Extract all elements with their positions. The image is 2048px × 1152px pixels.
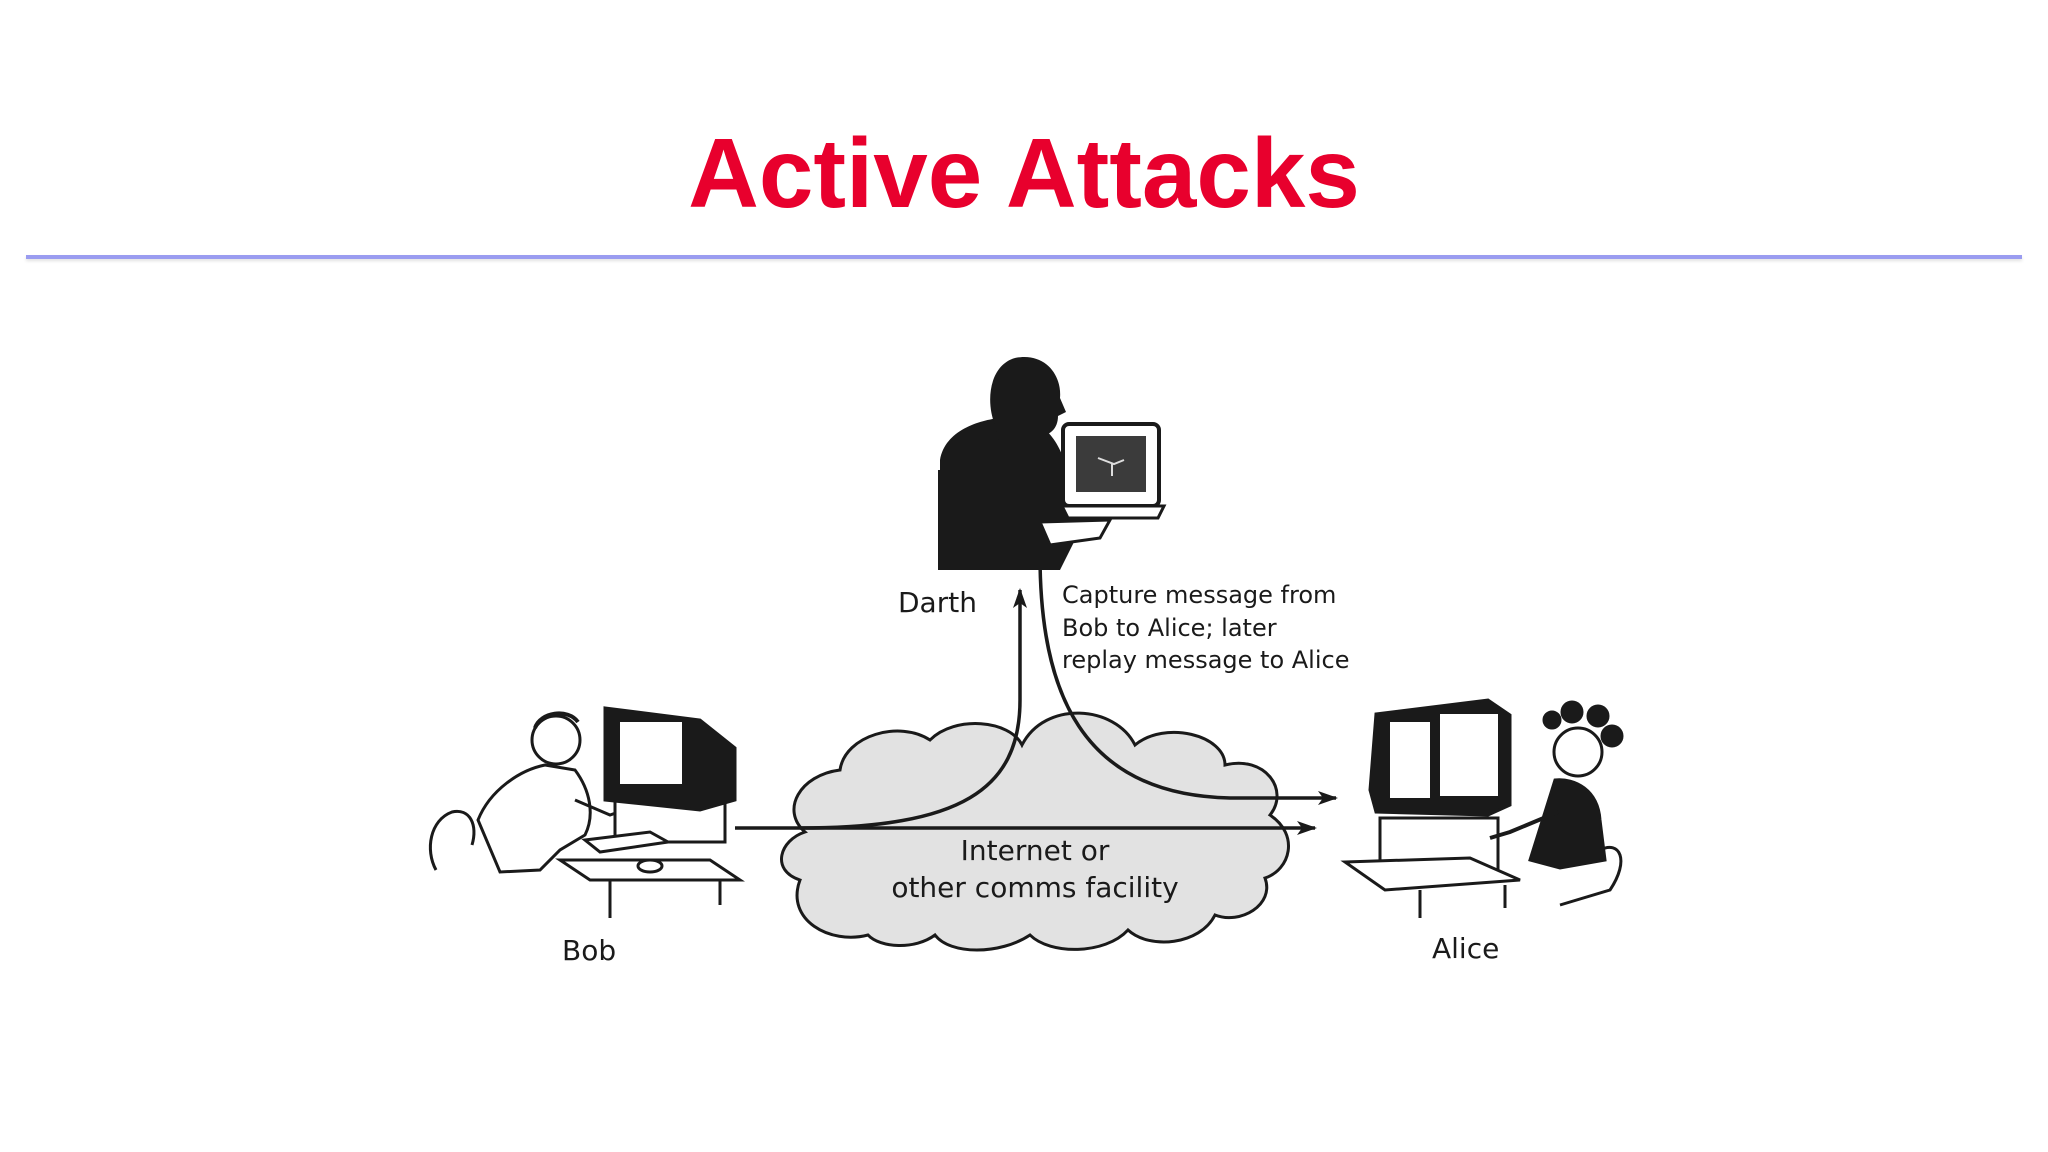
bob-label: Bob <box>562 934 616 967</box>
darth-figure <box>938 357 1167 570</box>
alice-label: Alice <box>1432 932 1499 965</box>
slide-title: Active Attacks <box>688 118 1360 228</box>
alice-figure <box>1340 698 1624 918</box>
capture-note-line-3: replay message to Alice <box>1062 646 1349 674</box>
darth-label: Darth <box>898 586 977 619</box>
network-cloud <box>780 711 1290 952</box>
capture-note-line-1: Capture message from <box>1062 581 1336 609</box>
capture-note-line-2: Bob to Alice; later <box>1062 614 1277 642</box>
network-label-line-2: other comms facility <box>891 871 1178 904</box>
capture-arrow <box>799 588 1027 830</box>
bob-figure <box>428 706 745 918</box>
replay-arrow <box>1038 554 1338 805</box>
network-label-line-1: Internet or <box>961 834 1110 867</box>
title-divider <box>26 255 2022 259</box>
